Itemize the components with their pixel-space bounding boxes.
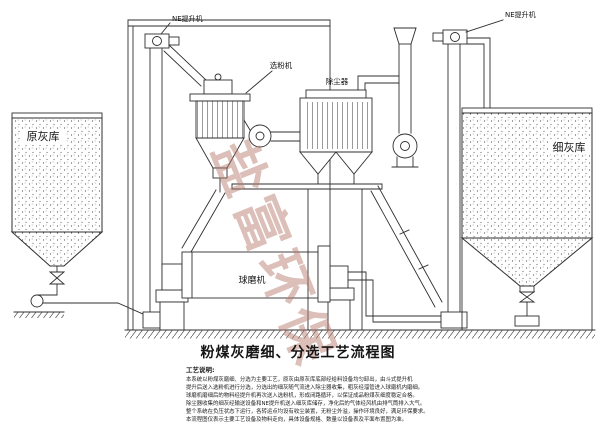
ground-line [124, 329, 596, 339]
raw-ash-silo-label: 原灰库 [27, 129, 60, 143]
separator-label: 选粉机 [270, 60, 293, 70]
notes-line: 提升后送入选粉机进行分选，分选出的细灰随气流进入除尘器收集，粗灰经溜管进入球磨机… [186, 383, 423, 391]
notes-line: 整个系统在负压状态下运行，各转运点均设有收尘装置，无粉尘外溢，操作环境良好，满足… [186, 407, 429, 415]
bucket-elevator-right: NE提升机 [432, 10, 536, 329]
exhaust-fan [391, 133, 419, 168]
silo-discharge-feeder [514, 315, 540, 327]
notes-line: 本流程图仅表示主要工艺设备及物料走向，具体设备规格、数量以设备表及平面布置图为准… [186, 415, 407, 423]
elevator-right-label: NE提升机 [505, 10, 536, 19]
notes-line: 本系统以粉煤灰磨细、分选为主要工艺，原灰由原灰库底部经给料设备均匀卸出，由斗式提… [186, 375, 413, 383]
fine-ash-transfer-chute [370, 185, 443, 308]
powder-separator: 选粉机 [181, 60, 293, 253]
elevator-drive-motor [432, 32, 444, 42]
dust-collector-label: 除尘器 [326, 76, 349, 86]
dust-collector: 除尘器 [231, 75, 400, 190]
ball-mill-label: 球磨机 [238, 274, 265, 286]
elevator-head-pulley-icon [152, 36, 162, 46]
blower-icon [30, 294, 44, 308]
raw-ash-silo: 原灰库 [10, 112, 104, 267]
bucket-elevator-left: NE提升机 [142, 14, 207, 329]
fine-ash-silo-label: 细灰库 [553, 140, 586, 154]
raw-silo-discharge-line [13, 265, 144, 318]
separator-motor [203, 79, 233, 95]
elevator-left-label: NE提升机 [172, 14, 203, 23]
circulating-fan [243, 119, 301, 148]
fine-ash-silo: 细灰库 [460, 107, 594, 331]
notes-heading: 工艺说明: [186, 365, 215, 374]
exhaust-stack [393, 27, 417, 134]
notes-line: 球磨机磨细后的物料经提升机再次送入选粉机，形成闭路循环，以保证成品粉煤灰细度稳定… [186, 391, 418, 399]
elevator-drive-motor [168, 36, 180, 46]
diagram-title: 粉煤灰磨细、分选工艺流程图 [201, 344, 396, 361]
mill-ring-gear [317, 245, 331, 303]
process-notes: 工艺说明: 本系统以粉煤灰磨细、分选为主要工艺，原灰由原灰库底部经给料设备均匀卸… [186, 365, 429, 423]
ball-mill: 球磨机 [155, 245, 442, 331]
notes-line: 除尘器收集的细灰经输送设备和NE提升机送入细灰库储存，净化后的气体经风机由排气筒… [186, 399, 425, 407]
elevator-boot [440, 311, 468, 329]
elevator-head-pulley-icon [450, 32, 460, 42]
